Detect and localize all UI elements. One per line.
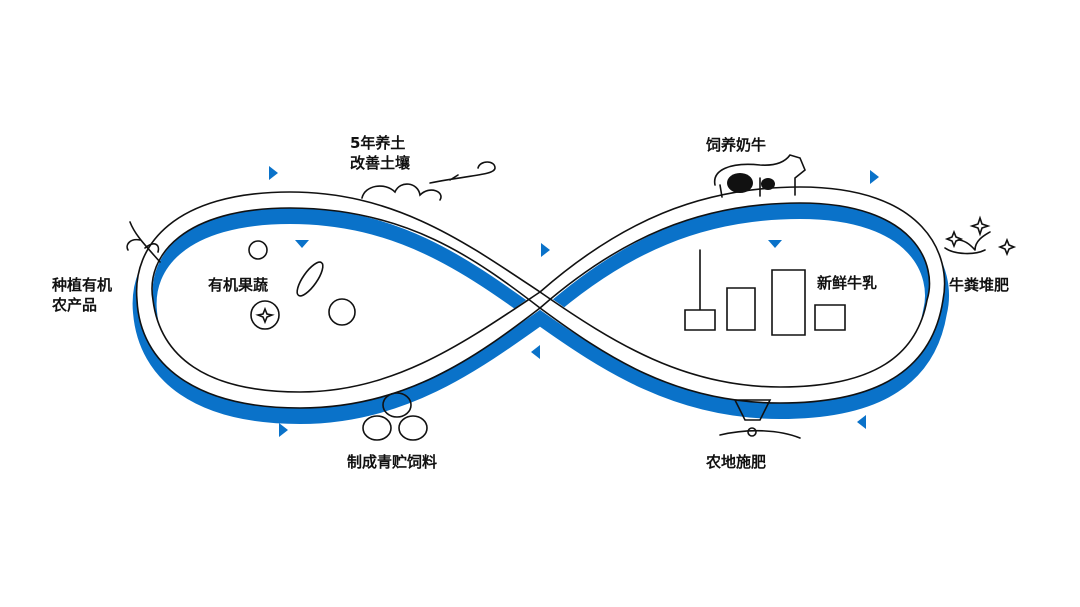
ribbon-shadow [132, 194, 949, 425]
label-improve-soil: 5年养土 改善土壤 [350, 133, 410, 173]
label-line: 农产品 [52, 296, 98, 314]
milk-carton-icon [684, 249, 846, 336]
label-fertilize: 农地施肥 [706, 453, 767, 471]
sprout-icon [944, 231, 991, 255]
plant-icon [126, 221, 161, 263]
label-fresh-milk: 新鲜牛乳 [817, 274, 878, 292]
corn-icon [296, 261, 324, 297]
label-organic-produce: 有机果蔬 [208, 276, 269, 294]
ribbon-outer-edge [151, 186, 946, 404]
cloud-icon [361, 183, 442, 201]
spreader-icon [719, 399, 801, 439]
arrow-icon [269, 166, 278, 180]
label-raise-cows: 饲养奶牛 [706, 136, 767, 154]
blueberry-icon [250, 300, 280, 330]
sparkle-icon [944, 215, 1017, 257]
arrow-icon [541, 243, 550, 257]
silage-bale-icon [382, 392, 412, 418]
label-plant-organic: 种植有机 农产品 [52, 275, 112, 315]
label-line: 种植有机 [52, 276, 113, 294]
label-line: 5年养土 [350, 134, 406, 152]
star-icon [255, 306, 275, 325]
apple-icon [328, 298, 356, 326]
arrow-icon [279, 423, 288, 437]
strawberry-icon [248, 240, 268, 260]
label-silage: 制成青贮饲料 [347, 453, 438, 471]
wind-icon [429, 161, 496, 184]
silage-bale-icon [398, 415, 428, 441]
arrow-icon [531, 345, 540, 359]
arrow-icon [857, 415, 866, 429]
arrow-icon [768, 240, 782, 248]
ribbon-inner-edge [135, 191, 931, 409]
arrow-icon [295, 240, 309, 248]
ribbon-face [136, 186, 945, 409]
direction-arrows [269, 166, 879, 437]
label-manure-compost: 牛粪堆肥 [949, 276, 1010, 294]
cow-icon [713, 154, 806, 198]
arrow-icon [870, 170, 879, 184]
silage-bale-icon [362, 415, 392, 441]
label-line: 改善土壤 [350, 154, 411, 172]
